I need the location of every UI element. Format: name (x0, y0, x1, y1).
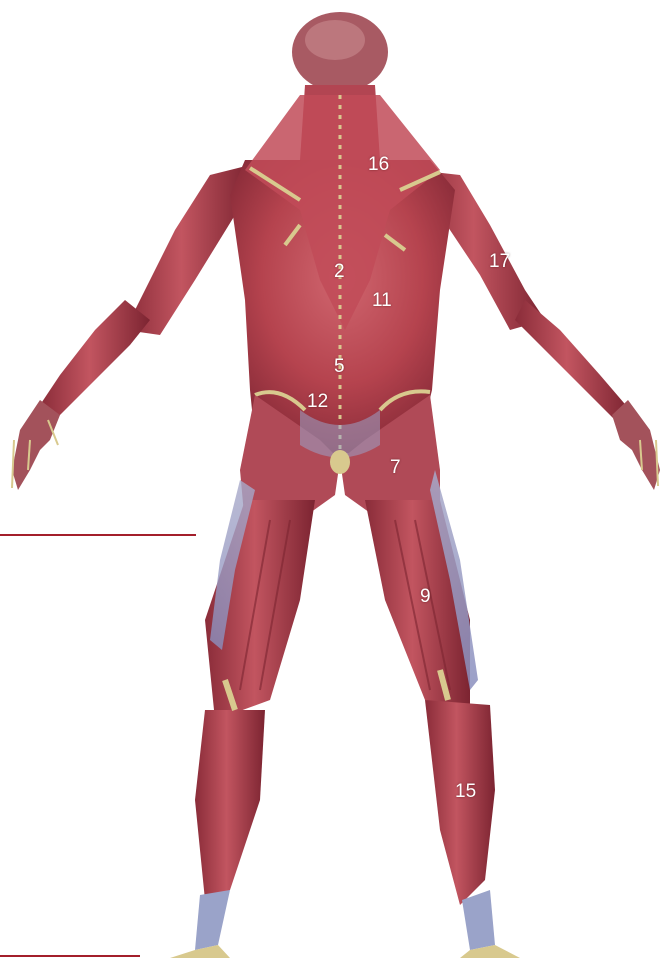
label-5: 5 (334, 357, 345, 376)
right-forearm (515, 300, 630, 420)
label-15: 15 (455, 782, 476, 801)
right-hand (612, 400, 660, 490)
label-17: 17 (489, 252, 510, 271)
right-ankle (462, 890, 495, 950)
label-2: 2 (334, 262, 345, 281)
right-calf (425, 700, 495, 905)
label-7: 7 (390, 458, 401, 477)
left-calf (195, 710, 265, 900)
left-hand (12, 400, 60, 490)
left-forearm (40, 300, 150, 420)
rule-line-upper (0, 534, 196, 536)
head-highlight (305, 20, 365, 60)
label-11: 11 (372, 291, 392, 310)
left-ankle (195, 890, 230, 950)
left-upper-arm (125, 165, 250, 335)
label-9: 9 (420, 587, 431, 606)
label-12: 12 (307, 392, 328, 411)
label-16: 16 (368, 155, 389, 174)
rule-line-lower (0, 955, 140, 957)
